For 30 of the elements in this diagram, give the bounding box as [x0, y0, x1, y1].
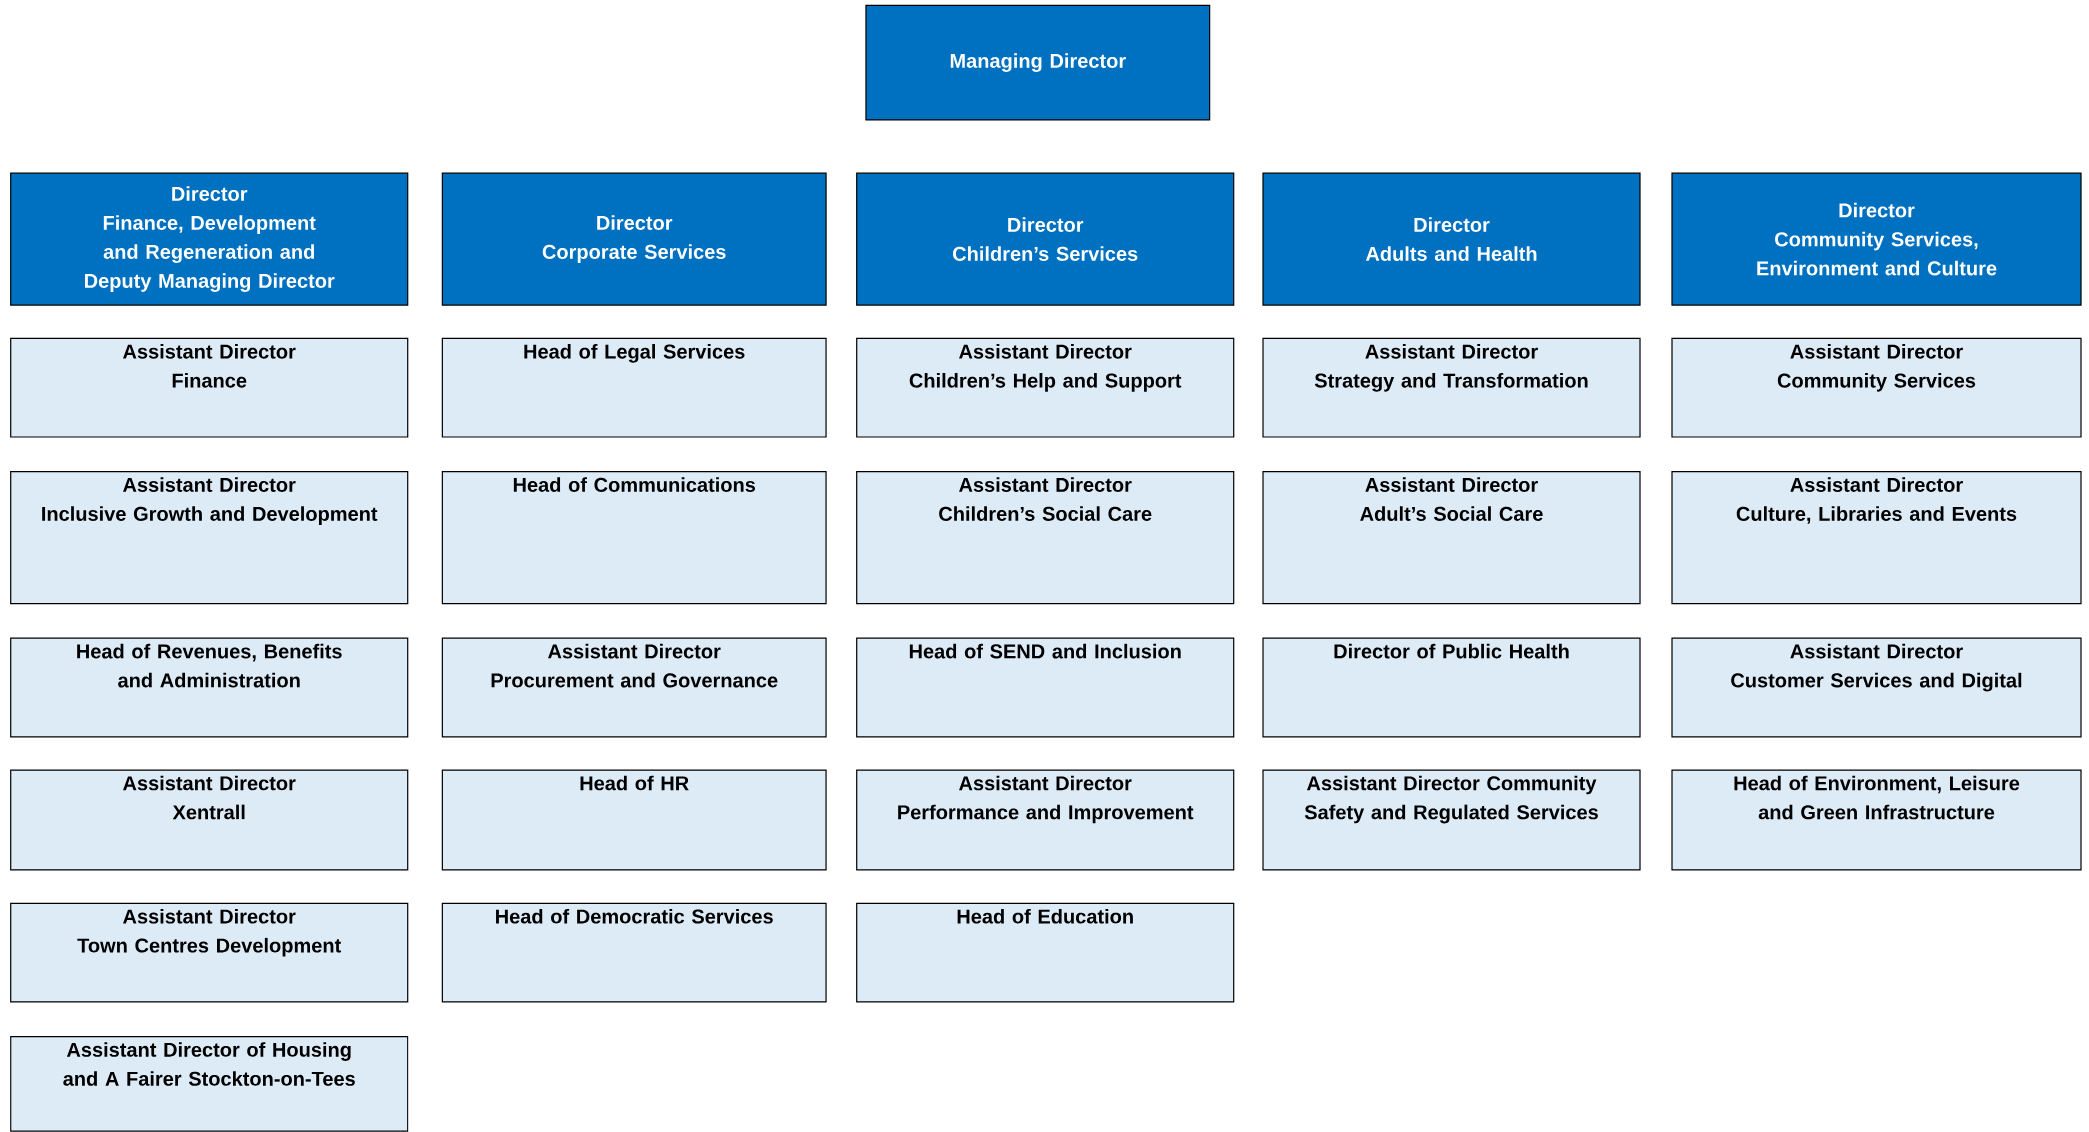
director-box: Director Corporate Services	[441, 172, 827, 306]
staff-box: Head of SEND and Inclusion	[856, 637, 1235, 738]
staff-box: Assistant Director Inclusive Growth and Development	[10, 471, 409, 605]
staff-box: Assistant Director Finance	[10, 337, 409, 438]
staff-box: Assistant Director Customer Services and Digital	[1671, 637, 2082, 738]
staff-box: Assistant Director Town Centres Development	[10, 902, 409, 1003]
staff-box: Head of Legal Services	[441, 337, 827, 438]
staff-box: Assistant Director Xentrall	[10, 769, 409, 871]
staff-box: Assistant Director Community Safety and Regulated Services	[1262, 769, 1641, 871]
staff-box: Assistant Director Culture, Libraries and Events	[1671, 471, 2082, 605]
staff-box: Assistant Director Children’s Social Care	[856, 471, 1235, 605]
staff-box: Assistant Director Strategy and Transformation	[1262, 337, 1641, 438]
director-box: Director Adults and Health	[1262, 172, 1641, 306]
staff-box: Head of Revenues, Benefits and Administration	[10, 637, 409, 738]
staff-box: Head of HR	[441, 769, 827, 871]
staff-box: Assistant Director Procurement and Governance	[441, 637, 827, 738]
staff-box: Assistant Director Adult’s Social Care	[1262, 471, 1641, 605]
staff-box: Assistant Director Children’s Help and Support	[856, 337, 1235, 438]
staff-box: Assistant Director Performance and Improvement	[856, 769, 1235, 871]
director-box: Director Community Services, Environment and Culture	[1671, 172, 2082, 306]
staff-box: Assistant Director of Housing and A Fairer Stockton-on-Tees	[10, 1035, 409, 1132]
staff-box: Director of Public Health	[1262, 637, 1641, 738]
staff-box: Head of Environment, Leisure and Green Infrastructure	[1671, 769, 2082, 871]
director-box: Director Children’s Services	[856, 172, 1235, 306]
staff-box: Assistant Director Community Services	[1671, 337, 2082, 438]
director-box: Director Finance, Development and Regeneration and Deputy Managing Director	[10, 172, 409, 306]
staff-box: Head of Democratic Services	[441, 902, 827, 1003]
staff-box: Head of Education	[856, 902, 1235, 1003]
staff-box: Head of Communications	[441, 471, 827, 605]
director-box: Managing Director	[865, 4, 1211, 121]
